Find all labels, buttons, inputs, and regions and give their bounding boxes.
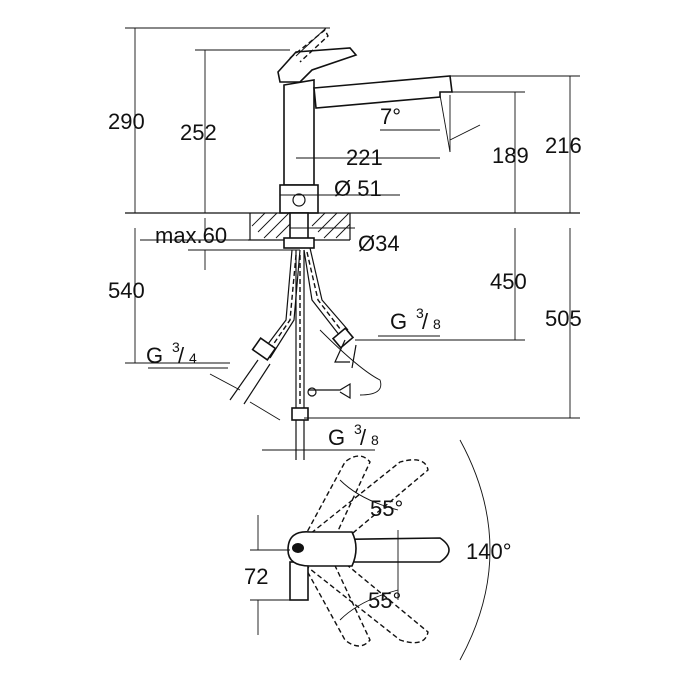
dim-max-60: max.60 (155, 223, 227, 248)
dim-swivel-55-upper: 55° (370, 496, 403, 521)
supply-hoses (229, 247, 382, 460)
spout-swivel-lower (304, 554, 429, 644)
lever-open-position (289, 28, 329, 63)
dim-diameter-51: Ø 51 (334, 176, 382, 201)
dim-swivel-55-lower: 55° (368, 588, 401, 613)
dim-7-degrees: 7° (380, 104, 401, 129)
svg-text:3: 3 (354, 421, 362, 437)
lever-top (287, 531, 357, 567)
dim-189: 189 (492, 143, 529, 168)
svg-text:G: G (146, 343, 163, 368)
thread-bottom-label: G 3 / 8 (328, 421, 379, 450)
thread-right-label: G 3 / 8 (390, 305, 441, 334)
dim-swivel-140: 140° (466, 539, 512, 564)
counter-top (125, 212, 580, 249)
dim-252: 252 (180, 120, 217, 145)
faucet-body (283, 79, 315, 186)
dim-290: 290 (108, 109, 145, 134)
dim-505: 505 (545, 306, 582, 331)
svg-text:3: 3 (172, 339, 180, 355)
base-screw (292, 193, 306, 207)
dim-221: 221 (346, 145, 383, 170)
dim-216: 216 (545, 133, 582, 158)
dim-72: 72 (244, 564, 268, 589)
svg-text:/: / (360, 425, 367, 450)
spout-swivel-upper (304, 459, 429, 549)
faucet-top-view (250, 439, 491, 661)
svg-text:8: 8 (433, 316, 441, 332)
faucet-base (279, 184, 319, 214)
svg-text:8: 8 (371, 432, 379, 448)
svg-text:/: / (422, 309, 429, 334)
thread-left-label: G 3 / 4 (146, 339, 197, 368)
lever-handle (277, 47, 358, 83)
svg-text:G: G (390, 309, 407, 334)
dim-diameter-34: Ø34 (358, 231, 400, 256)
dim-540: 540 (108, 278, 145, 303)
svg-text:4: 4 (189, 350, 197, 366)
dimension-lines (125, 27, 580, 451)
svg-text:3: 3 (416, 305, 424, 321)
dim-450: 450 (490, 269, 527, 294)
svg-text:/: / (178, 343, 185, 368)
svg-text:G: G (328, 425, 345, 450)
